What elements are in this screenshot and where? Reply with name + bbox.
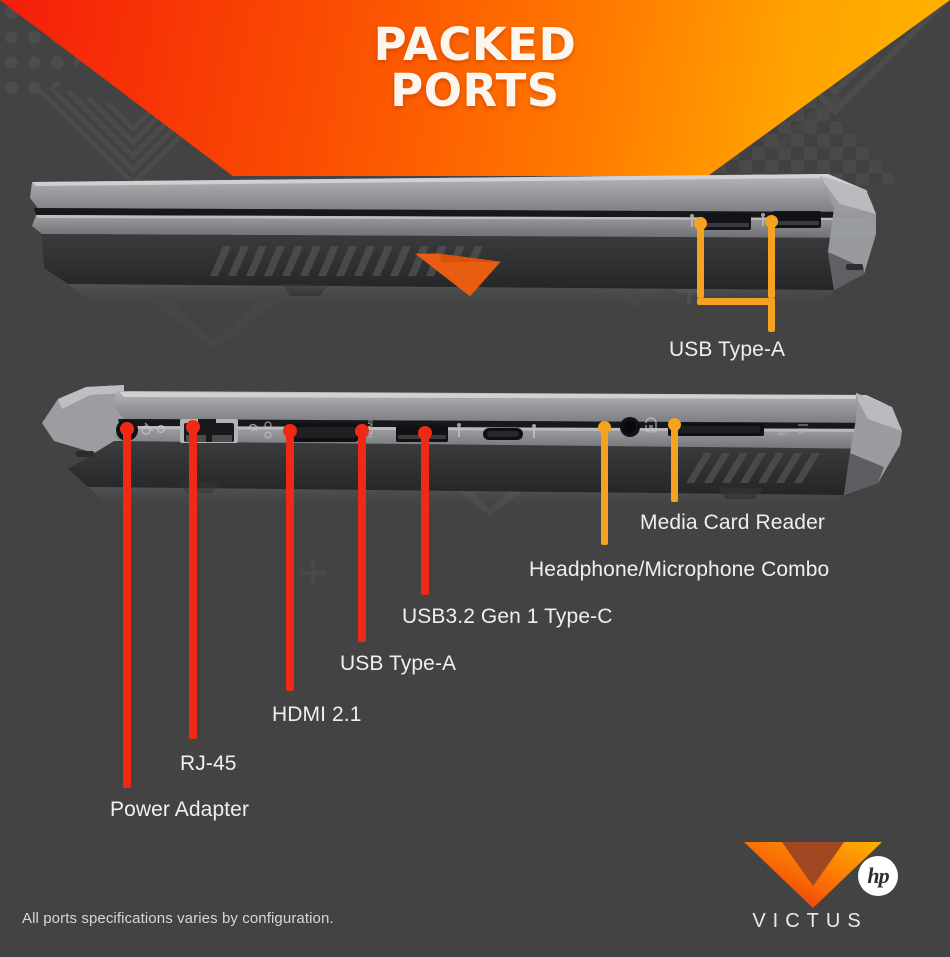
victus-v-logo-icon (744, 842, 882, 908)
plus-watermark-icon (300, 560, 326, 586)
callout-label-rj-45: RJ-45 (180, 752, 237, 775)
orange-v-accent-icon (415, 252, 525, 303)
callout-line-usb-c (421, 432, 429, 595)
callout-line-usb-a-joiner (697, 298, 775, 305)
laptop-side-edge-view: HDMI SD (28, 383, 908, 511)
svg-text:SD: SD (776, 428, 787, 437)
callout-label-usb-c: USB3.2 Gen 1 Type-C (402, 605, 613, 628)
svg-text:HDMI: HDMI (368, 420, 375, 438)
callout-line-power-adapter (123, 428, 131, 788)
hp-logo-icon: hp (858, 856, 898, 896)
page-title-line-2: PORTS (390, 64, 560, 118)
callout-label-usb-type-a: USB Type-A (340, 652, 457, 675)
callout-line-usb-type-a (358, 430, 366, 642)
callout-line-media-card (671, 424, 678, 502)
callout-line-rj-45 (189, 426, 197, 739)
callout-label-usb-type-a-pair: USB Type-A (669, 338, 786, 361)
callout-label-headphone: Headphone/Microphone Combo (529, 558, 830, 581)
callout-line-usb-a-1 (697, 222, 704, 298)
page-title-line-1: PACKED (373, 18, 577, 71)
victus-brand-lockup: VICTUS hp (738, 838, 898, 938)
disclaimer-text: All ports specifications varies by confi… (22, 910, 334, 927)
victus-wordmark: VICTUS (752, 910, 868, 932)
callout-line-hdmi (286, 430, 294, 691)
callout-line-usb-a-2 (768, 220, 775, 298)
callout-line-usb-a-stem (768, 298, 775, 332)
callout-label-media-card: Media Card Reader (640, 511, 825, 534)
callout-line-headphone (601, 427, 608, 545)
callout-label-hdmi: HDMI 2.1 (272, 703, 362, 726)
callout-label-power-adapter: Power Adapter (110, 798, 250, 821)
page-title: PACKED PORTS (0, 18, 950, 118)
